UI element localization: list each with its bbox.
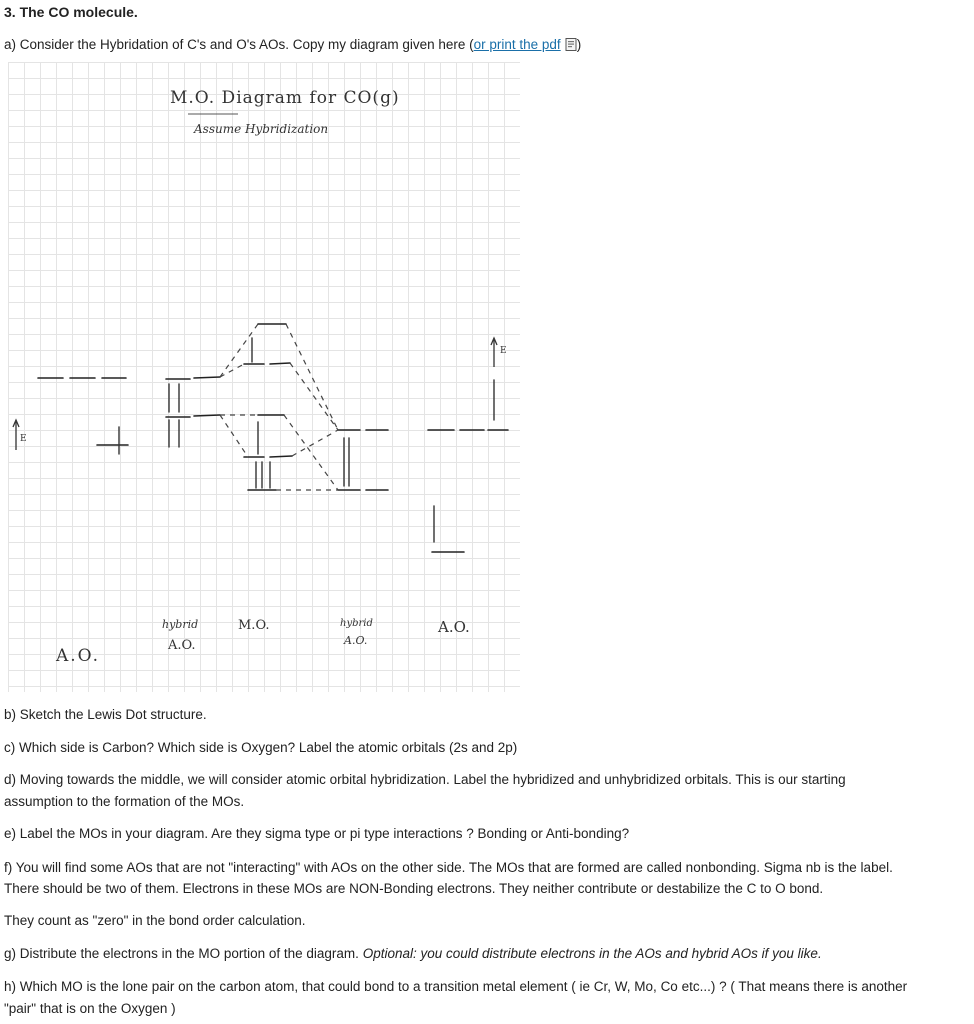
left-hybrid-p-2 (193, 376, 221, 379)
right-energy-label: E (500, 346, 507, 356)
question-f-line-2: There should be two of them. Electrons i… (4, 881, 824, 896)
question-d-line-1: d) Moving towards the middle, we will co… (4, 772, 846, 787)
question-b: b) Sketch the Lewis Dot structure. (4, 707, 207, 722)
question-e: e) Label the MOs in your diagram. Are th… (4, 826, 630, 841)
col-label-ao-left: A.O. (56, 646, 101, 666)
mo-diagram-drawing (12, 113, 509, 553)
section-title: 3. The CO molecule. (4, 4, 138, 20)
question-f-line-3: They count as "zero" in the bond order c… (4, 913, 306, 928)
col-label-hybrid-right-2: A.O. (344, 634, 368, 647)
left-hybrid-sp-2 (193, 414, 221, 417)
question-d-line-2: assumption to the formation of the MOs. (4, 794, 245, 809)
print-pdf-link[interactable]: or print the pdf (473, 37, 561, 52)
col-label-ao-right: A.O. (438, 618, 470, 636)
col-label-hybrid-left-2: A.O. (168, 638, 196, 653)
question-g: g) Distribute the electrons in the MO po… (4, 943, 954, 965)
mo-pi-star-2 (269, 362, 291, 365)
diagram-title: M.O. Diagram for CO(g) (170, 88, 400, 108)
question-g-main: g) Distribute the electrons in the MO po… (4, 946, 359, 961)
part-a-line: a) Consider the Hybridation of C's and O… (4, 34, 581, 56)
left-energy-label: E (20, 434, 27, 444)
col-label-hybrid-left-1: hybrid (162, 618, 199, 631)
question-h-line-1: h) Which MO is the lone pair on the carb… (4, 979, 908, 994)
question-f-line-1: f) You will find some AOs that are not "… (4, 860, 893, 875)
col-label-hybrid-right-1: hybrid (340, 618, 373, 629)
mo-diagram: M.O. Diagram for CO(g) Assume Hybridizat… (8, 62, 520, 692)
question-c: c) Which side is Carbon? Which side is O… (4, 740, 518, 755)
question-g-optional: Optional: you could distribute electrons… (362, 946, 822, 961)
question-h-line-2: "pair" that is on the Oxygen ) (4, 1001, 176, 1016)
mo-pi-2 (269, 455, 293, 458)
diagram-subtitle: Assume Hybridization (194, 122, 329, 136)
part-a-close: ) (576, 37, 582, 52)
part-a-text: a) Consider the Hybridation of C's and O… (4, 37, 474, 52)
pdf-icon[interactable] (565, 36, 577, 51)
col-label-mo: M.O. (238, 618, 270, 633)
